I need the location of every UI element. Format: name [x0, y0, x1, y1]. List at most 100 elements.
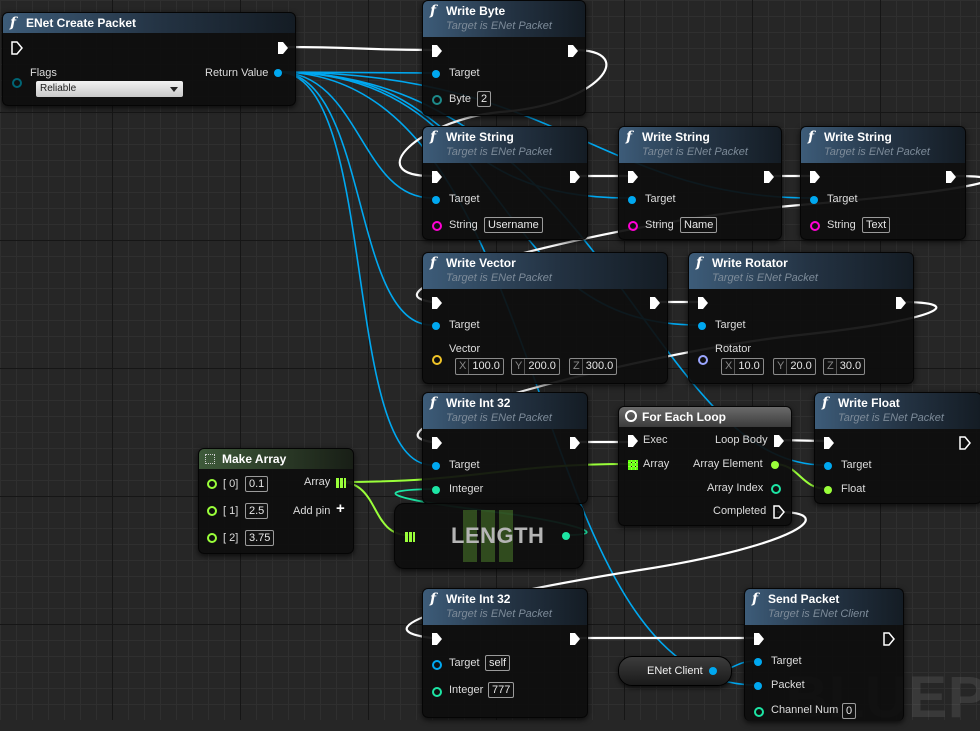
node-make-array[interactable]: Make Array [ 0] 0.1 [ 1] 2.5 [ 2] 3.75 A… — [198, 448, 354, 554]
node-write-vector[interactable]: f Write Vector Target is ENet Packet Tar… — [422, 252, 668, 384]
node-write-string-name[interactable]: f Write String Target is ENet Packet Tar… — [618, 126, 782, 240]
string-input[interactable]: Text — [862, 217, 891, 233]
node-header: f Send Packet Target is ENet Client — [745, 589, 903, 625]
node-write-string-username[interactable]: f Write String Target is ENet Packet Tar… — [422, 126, 588, 240]
vector-label: Vector — [449, 343, 481, 355]
plus-icon[interactable]: + — [336, 500, 345, 517]
packet-pin[interactable] — [754, 682, 762, 690]
item-2-index: [ 2] — [223, 532, 239, 544]
function-icon: f — [822, 395, 829, 411]
node-title: Write Int 32 — [446, 396, 511, 410]
byte-pin[interactable] — [432, 95, 442, 105]
node-send-packet[interactable]: f Send Packet Target is ENet Client Targ… — [744, 588, 904, 721]
string-pin[interactable] — [432, 221, 442, 231]
array-label: Array — [643, 458, 670, 470]
item-0-input[interactable]: 0.1 — [245, 476, 269, 492]
integer-pin[interactable] — [432, 687, 442, 697]
byte-input[interactable]: 2 — [477, 91, 492, 107]
array-index-label: Array Index — [707, 482, 764, 494]
x-value: 10.0 — [738, 360, 760, 372]
array-index-pin[interactable] — [771, 484, 781, 494]
vector-pin[interactable] — [432, 355, 442, 365]
integer-input[interactable]: 777 — [488, 682, 515, 698]
array-grid-icon[interactable] — [336, 478, 346, 488]
function-icon: f — [430, 129, 437, 145]
node-subtitle: Target is ENet Packet — [446, 608, 552, 620]
node-write-float[interactable]: f Write Float Target is ENet Packet Targ… — [814, 392, 980, 504]
flags-dropdown[interactable]: Reliable — [36, 81, 183, 97]
item-1-index: [ 1] — [223, 505, 239, 517]
array-output-label: Array — [304, 476, 331, 488]
node-subtitle: Target is ENet Client — [768, 608, 869, 620]
integer-label: Integer — [449, 483, 484, 495]
z-value: 30.0 — [839, 360, 862, 372]
integer-pin[interactable] — [432, 486, 440, 494]
length-background-icon — [463, 510, 513, 562]
enet-client-output-pin[interactable] — [709, 667, 717, 675]
item-1-input[interactable]: 2.5 — [245, 503, 269, 519]
function-icon: f — [752, 591, 759, 607]
string-pin[interactable] — [810, 221, 820, 231]
array-element-pin[interactable] — [771, 461, 779, 469]
node-header: f Write Float Target is ENet Packet — [815, 393, 980, 429]
node-write-rotator[interactable]: f Write Rotator Target is ENet Packet Ta… — [688, 252, 914, 384]
node-write-int32-length[interactable]: f Write Int 32 Target is ENet Packet Tar… — [422, 392, 588, 504]
node-write-int32-value[interactable]: f Write Int 32 Target is ENet Packet Tar… — [422, 588, 588, 718]
string-input[interactable]: Username — [484, 217, 543, 233]
array-grid-icon[interactable] — [628, 460, 638, 470]
node-write-string-text[interactable]: f Write String Target is ENet Packet Tar… — [800, 126, 966, 240]
length-output-pin[interactable] — [562, 532, 570, 540]
node-length[interactable]: LENGTH — [394, 503, 584, 569]
target-pin[interactable] — [810, 196, 818, 204]
item-0-pin[interactable] — [207, 479, 217, 489]
target-pin[interactable] — [432, 196, 440, 204]
target-pin[interactable] — [432, 462, 440, 470]
string-pin[interactable] — [628, 221, 638, 231]
node-enet-create-packet[interactable]: f ENet Create Packet Flags Reliable Retu… — [2, 12, 296, 106]
target-pin[interactable] — [824, 462, 832, 470]
node-enet-client-getter[interactable]: ENet Client — [618, 656, 732, 686]
channel-num-input[interactable]: 0 — [842, 703, 857, 719]
node-title: ENet Create Packet — [26, 16, 137, 30]
y-value: 20.0 — [790, 360, 812, 372]
target-pin[interactable] — [698, 322, 706, 330]
node-subtitle: Target is ENet Packet — [446, 412, 552, 424]
flags-pin[interactable] — [12, 78, 22, 88]
float-pin[interactable] — [824, 486, 832, 494]
node-header: f Write String Target is ENet Packet — [801, 127, 965, 163]
target-pin[interactable] — [754, 658, 762, 666]
node-subtitle: Target is ENet Packet — [712, 272, 818, 284]
exec-label: Exec — [643, 434, 668, 446]
target-pin[interactable] — [432, 660, 442, 670]
flags-value: Reliable — [40, 83, 77, 94]
target-pin[interactable] — [432, 70, 440, 78]
y-axis-label: Y — [774, 359, 788, 374]
node-title: Write Float — [838, 396, 900, 410]
node-title: Write Rotator — [712, 256, 788, 270]
target-pin[interactable] — [628, 196, 636, 204]
array-grid-icon[interactable] — [405, 532, 415, 542]
item-2-pin[interactable] — [207, 533, 217, 543]
target-label: Target — [841, 459, 872, 471]
item-2-input[interactable]: 3.75 — [245, 530, 275, 546]
channel-num-pin[interactable] — [754, 707, 764, 717]
target-input[interactable]: self — [485, 655, 511, 671]
node-subtitle: Target is ENet Packet — [838, 412, 944, 424]
return-value-pin[interactable] — [274, 69, 282, 77]
flags-label: Flags — [30, 67, 57, 79]
function-icon: f — [808, 129, 815, 145]
target-pin[interactable] — [432, 322, 440, 330]
node-title: Write Int 32 — [446, 592, 511, 606]
rotator-pin[interactable] — [698, 355, 708, 365]
item-1-pin[interactable] — [207, 506, 217, 516]
string-input[interactable]: Name — [680, 217, 718, 233]
node-write-byte[interactable]: f Write Byte Target is ENet Packet Targe… — [422, 0, 586, 116]
node-for-each-loop[interactable]: For Each Loop Exec Array Loop Body Array… — [618, 406, 792, 526]
node-subtitle: Target is ENet Packet — [642, 146, 748, 158]
